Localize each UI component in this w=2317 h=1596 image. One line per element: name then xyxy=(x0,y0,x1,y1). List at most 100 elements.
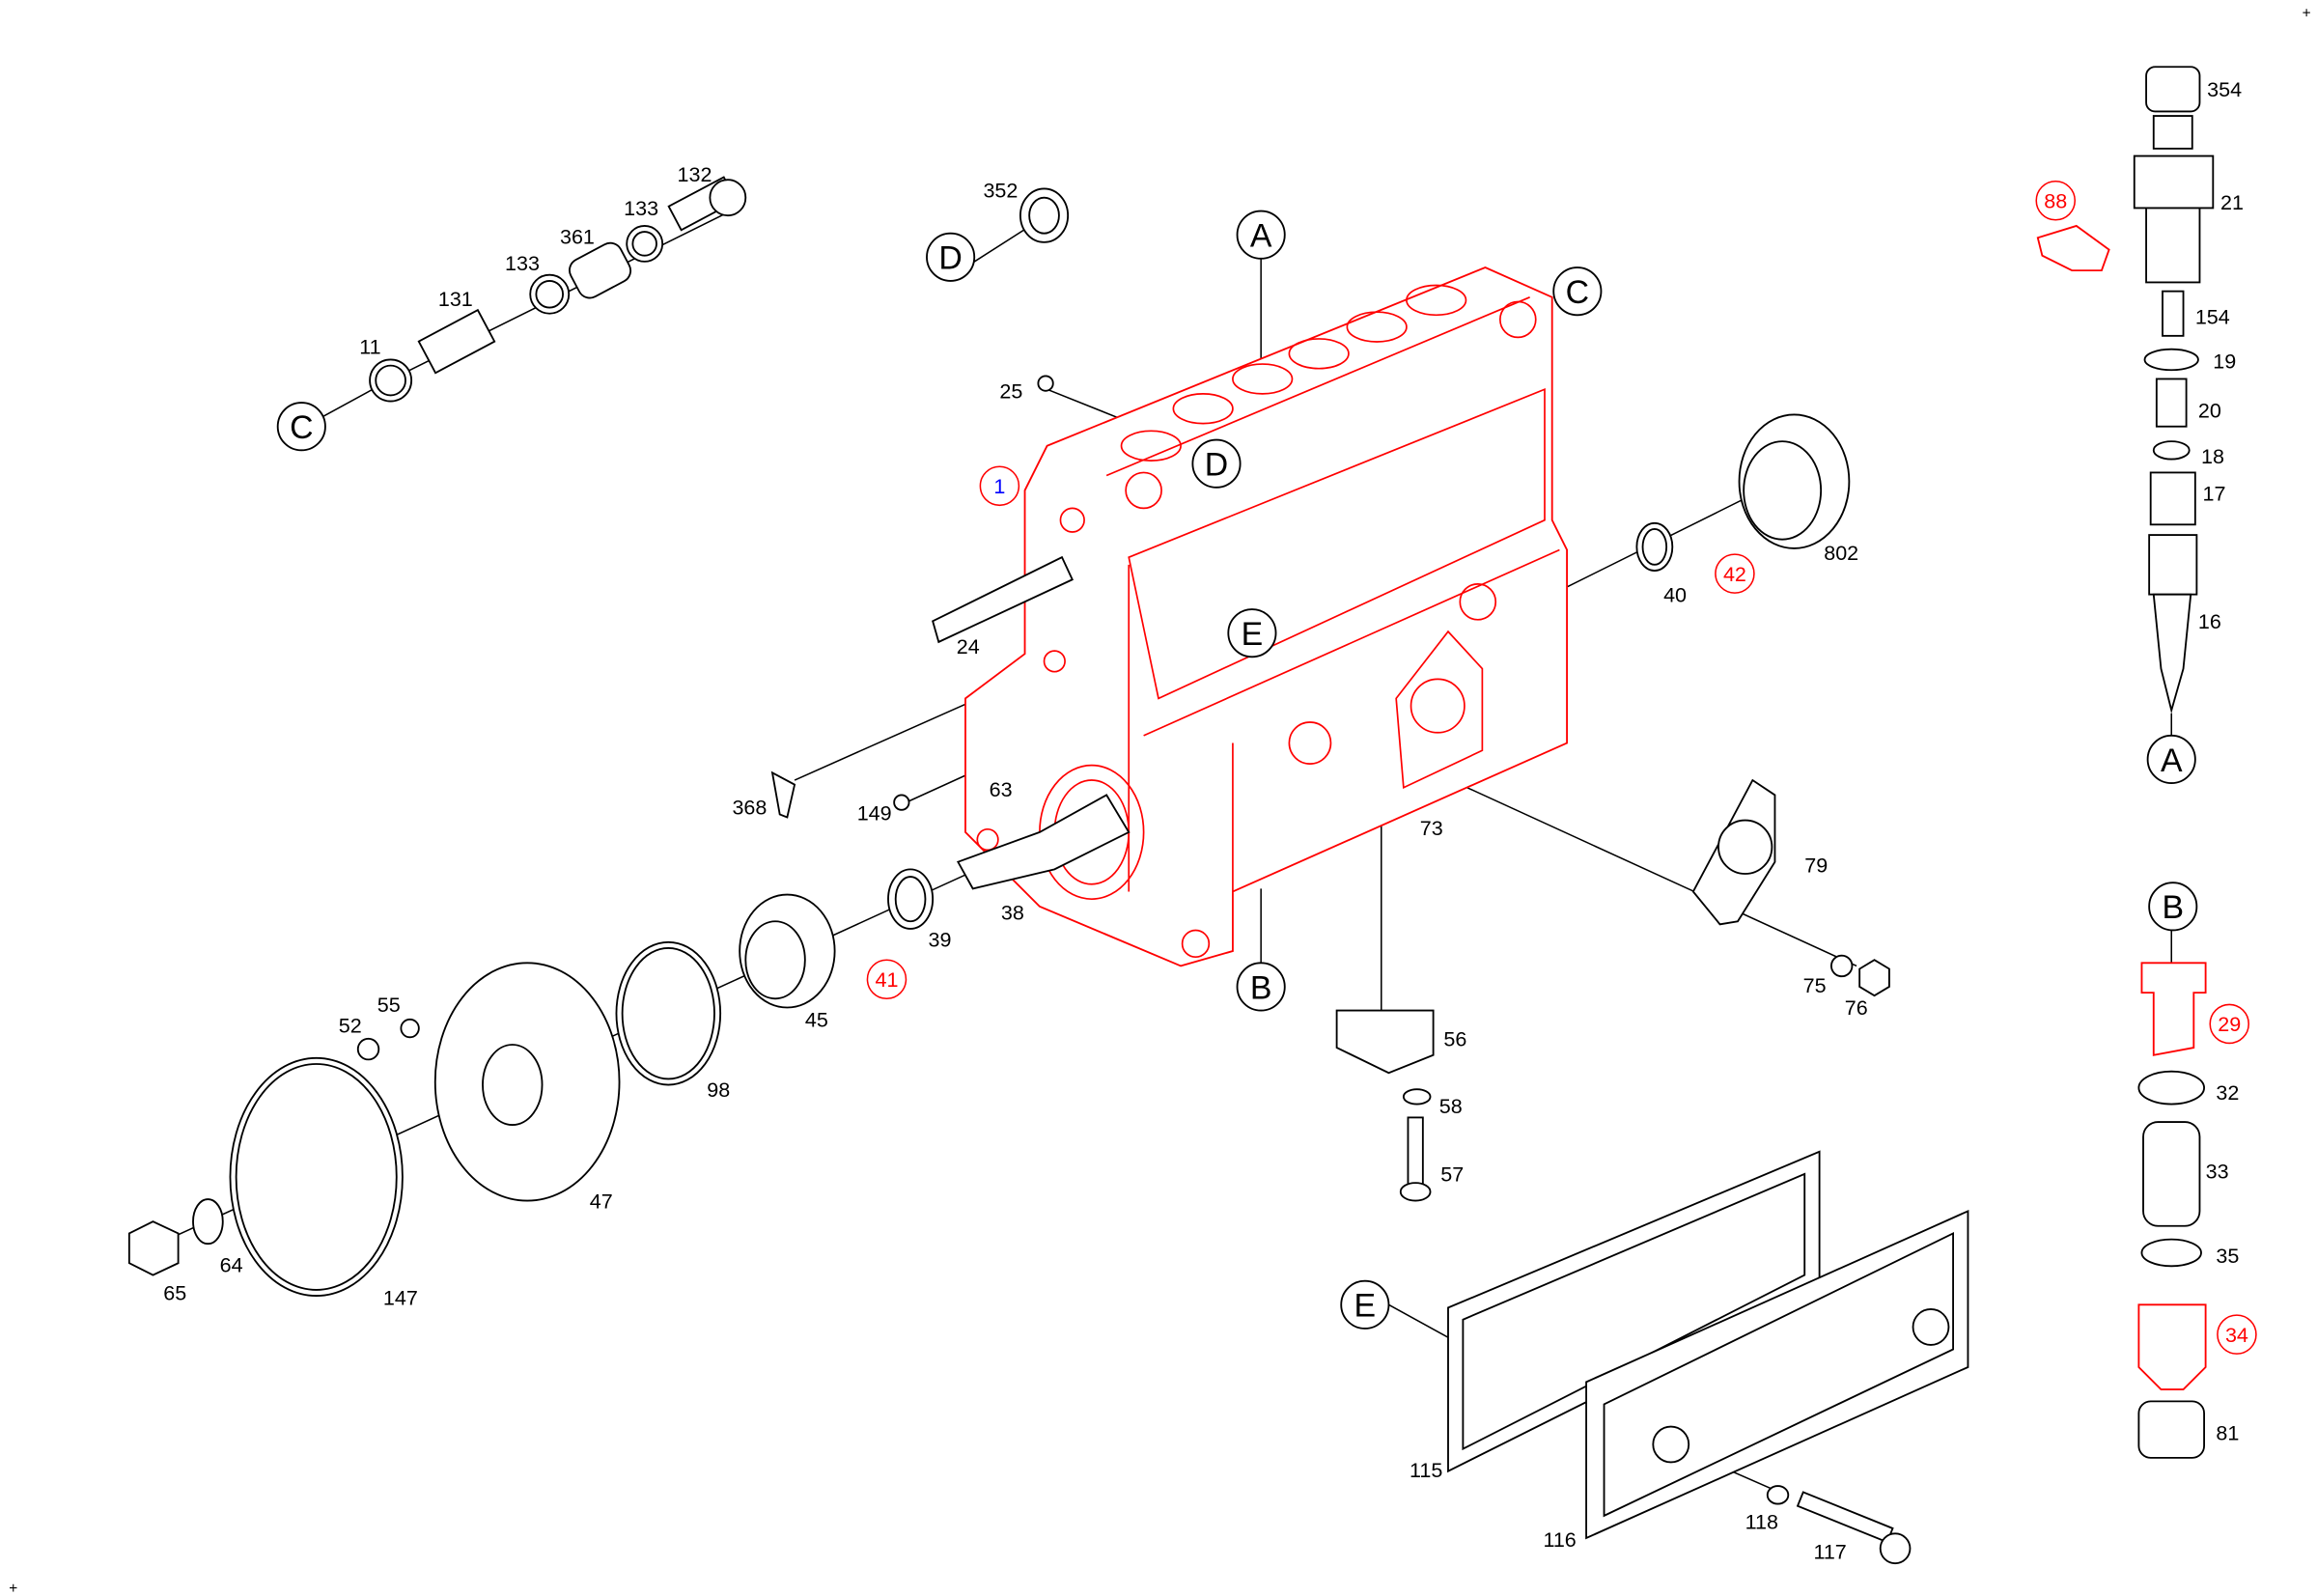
part-number: 42 xyxy=(1723,563,1746,586)
part-label-39: 39 xyxy=(929,928,952,951)
part-label-133: 133 xyxy=(624,197,658,220)
part-number: 47 xyxy=(590,1190,613,1213)
svg-text:B: B xyxy=(1250,969,1272,1006)
part-label-149: 149 xyxy=(857,802,892,826)
part-number: 132 xyxy=(678,163,712,186)
part-label-33: 33 xyxy=(2206,1161,2229,1184)
svg-text:E: E xyxy=(1354,1288,1377,1325)
highlight-circle xyxy=(2035,181,2077,221)
part-label-56: 56 xyxy=(1443,1028,1466,1051)
part-label-40: 40 xyxy=(1663,583,1687,606)
reference-markers: A C D D E C B A B E xyxy=(276,210,2198,1330)
part-number: 98 xyxy=(707,1078,730,1102)
svg-text:A: A xyxy=(1250,217,1272,254)
part-number: 32 xyxy=(2216,1081,2239,1105)
ref-marker-E-cover: E xyxy=(1340,1279,1390,1330)
part-number: 45 xyxy=(805,1009,828,1032)
corner-mark: + xyxy=(9,1581,17,1596)
part-label-133: 133 xyxy=(505,252,540,275)
part-number: 25 xyxy=(999,379,1022,403)
part-label-117: 117 xyxy=(1813,1541,1846,1564)
part-number: 75 xyxy=(1803,974,1827,997)
part-label-29: 29 xyxy=(2209,1003,2250,1045)
part-label-98: 98 xyxy=(707,1078,730,1102)
part-number: 88 xyxy=(2044,189,2067,212)
part-label-19: 19 xyxy=(2213,350,2236,374)
part-number: 63 xyxy=(990,778,1013,801)
part-number: 16 xyxy=(2198,610,2221,633)
part-number: 56 xyxy=(1443,1028,1466,1051)
svg-text:D: D xyxy=(938,240,962,277)
part-number: 73 xyxy=(1420,817,1443,840)
part-number: 361 xyxy=(560,225,595,248)
part-label-368: 368 xyxy=(732,796,767,819)
part-label-42: 42 xyxy=(1715,553,1755,594)
part-number: 57 xyxy=(1440,1163,1464,1187)
part-number: 33 xyxy=(2206,1161,2229,1184)
part-number: 81 xyxy=(2216,1421,2239,1444)
part-label-57: 57 xyxy=(1440,1163,1464,1187)
ref-marker-D-housing: D xyxy=(1191,438,1242,489)
part-number: 368 xyxy=(732,796,767,819)
part-number: 1 xyxy=(993,475,1005,498)
part-label-21: 21 xyxy=(2220,191,2244,214)
part-label-38: 38 xyxy=(1001,902,1024,925)
corner-mark: + xyxy=(2303,5,2311,21)
part-label-115: 115 xyxy=(1410,1459,1442,1482)
part-number: 41 xyxy=(875,968,898,992)
highlight-circle xyxy=(2209,1003,2250,1045)
part-label-63: 63 xyxy=(990,778,1013,801)
part-label-79: 79 xyxy=(1804,854,1828,877)
part-number: 58 xyxy=(1439,1095,1463,1118)
highlight-circle xyxy=(2217,1314,2257,1355)
part-label-361: 361 xyxy=(560,225,595,248)
part-label-1: 1 xyxy=(979,465,1020,507)
part-label-154: 154 xyxy=(2195,306,2230,329)
part-number: 115 xyxy=(1410,1459,1442,1482)
part-label-16: 16 xyxy=(2198,610,2221,633)
part-label-65: 65 xyxy=(163,1282,186,1305)
part-number: 24 xyxy=(957,635,980,658)
part-label-17: 17 xyxy=(2203,483,2226,506)
svg-text:E: E xyxy=(1242,616,1264,653)
part-number: 39 xyxy=(929,928,952,951)
part-label-352: 352 xyxy=(983,180,1018,203)
part-label-47: 47 xyxy=(590,1190,613,1213)
ref-marker-A-top: A xyxy=(1236,210,1286,260)
parts xyxy=(127,66,2215,1565)
part-number: 154 xyxy=(2195,306,2230,329)
svg-text:B: B xyxy=(2162,889,2184,926)
ref-marker-C-left: C xyxy=(276,402,326,452)
svg-text:C: C xyxy=(1566,274,1589,311)
highlight-circle xyxy=(1715,553,1755,594)
part-number: 133 xyxy=(505,252,540,275)
ref-marker-B-housing: B xyxy=(1236,962,1286,1012)
part-label-11: 11 xyxy=(359,335,380,358)
part-label-52: 52 xyxy=(339,1015,362,1038)
part-label-24: 24 xyxy=(957,635,980,658)
part-label-802: 802 xyxy=(1824,542,1858,565)
part-label-75: 75 xyxy=(1803,974,1827,997)
part-number: 52 xyxy=(339,1015,362,1038)
ref-marker-C-right: C xyxy=(1552,266,1603,317)
part-number: 40 xyxy=(1663,583,1687,606)
part-label-18: 18 xyxy=(2201,445,2224,468)
ref-marker-A-right: A xyxy=(2146,734,2196,785)
part-number: 76 xyxy=(1845,996,1868,1020)
part-label-76: 76 xyxy=(1845,996,1868,1020)
part-number: 118 xyxy=(1745,1511,1778,1534)
part-label-73: 73 xyxy=(1420,817,1443,840)
ref-marker-B-right: B xyxy=(2148,882,2198,932)
part-number: 352 xyxy=(983,180,1018,203)
part-label-88: 88 xyxy=(2035,181,2077,221)
part-label-35: 35 xyxy=(2216,1245,2239,1268)
part-labels: 3542115419201817161321333611331311135225… xyxy=(163,78,2257,1564)
svg-text:C: C xyxy=(290,409,313,446)
part-number: 354 xyxy=(2207,78,2242,101)
part-number: 802 xyxy=(1824,542,1858,565)
part-number: 35 xyxy=(2216,1245,2239,1268)
ref-marker-D-top: D xyxy=(926,232,976,282)
part-number: 20 xyxy=(2198,399,2221,422)
part-number: 116 xyxy=(1543,1528,1576,1552)
